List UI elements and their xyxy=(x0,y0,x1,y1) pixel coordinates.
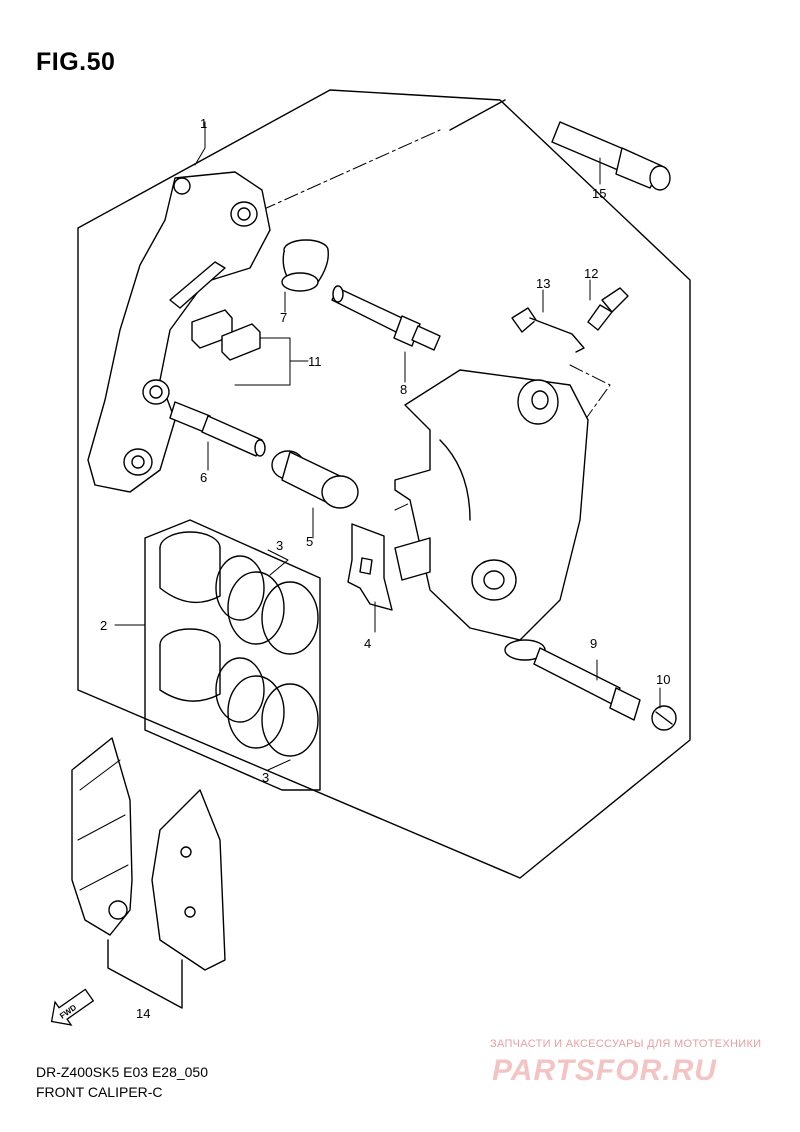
callout-12: 12 xyxy=(584,266,598,281)
callout-11: 11 xyxy=(308,354,322,369)
callout-13: 13 xyxy=(536,276,550,291)
part-8-slide-pin xyxy=(331,285,441,351)
part-12-bleeder-valve xyxy=(587,287,629,331)
footer-model-code: DR-Z400SK5 E03 E28_050 xyxy=(36,1064,208,1080)
part-10-pin-plug xyxy=(651,705,677,731)
figure-title: FIG.50 xyxy=(36,48,116,76)
footer-diagram-name: FRONT CALIPER-C xyxy=(36,1084,163,1100)
assembly-outline xyxy=(77,89,691,879)
callout-8: 8 xyxy=(400,382,407,397)
watermark-tagline: ЗАПЧАСТИ И АКСЕССУАРЫ ДЛЯ МОТОТЕХНИКИ xyxy=(490,1038,762,1050)
part-7-boot xyxy=(281,239,329,292)
part-1-caliper-bracket xyxy=(87,171,271,493)
caliper-body xyxy=(394,369,589,661)
part-15-mounting-bolt xyxy=(551,121,671,191)
callout-4: 4 xyxy=(364,636,371,651)
part-13-bleeder-cap xyxy=(511,307,585,353)
callout-10: 10 xyxy=(656,672,670,687)
callout-2: 2 xyxy=(100,618,107,633)
callout-6: 6 xyxy=(200,470,207,485)
callout-5: 5 xyxy=(306,534,313,549)
part-9-pad-pin xyxy=(533,647,641,721)
callout-15: 15 xyxy=(592,186,606,201)
callout-7: 7 xyxy=(280,310,287,325)
part-14-brake-pads xyxy=(71,737,226,971)
part-2-piston xyxy=(159,531,221,702)
part-3-seals xyxy=(215,555,319,757)
piston-group-frame xyxy=(144,519,321,791)
part-6-slide-pin xyxy=(169,401,266,457)
part-14-leader xyxy=(107,939,183,1009)
part-4-pad-retainer xyxy=(347,523,393,611)
part-11-pad-springs xyxy=(191,309,261,361)
callout-9: 9 xyxy=(590,636,597,651)
callout-3-top: 3 xyxy=(276,538,283,553)
watermark-logo: PARTSFOR.RU xyxy=(492,1054,717,1087)
callout-3-bottom: 3 xyxy=(262,770,269,785)
callout-14: 14 xyxy=(136,1006,150,1021)
fwd-arrow-icon: FWD xyxy=(50,988,95,1026)
assembly-outline-inner xyxy=(449,99,506,131)
callout-1: 1 xyxy=(200,116,207,131)
part-5-pin-boot xyxy=(271,450,359,509)
